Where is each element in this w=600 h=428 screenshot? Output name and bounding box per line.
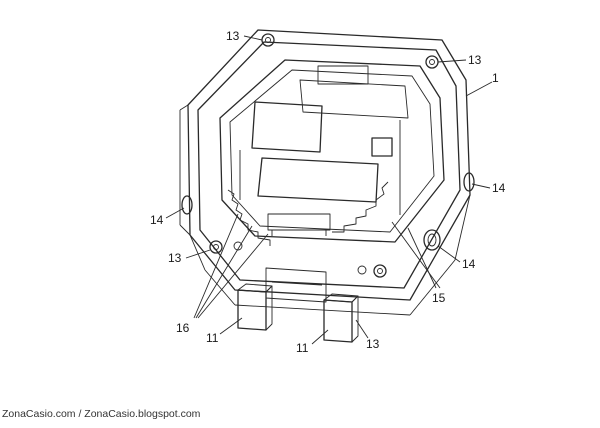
- label-13-top-right: 13: [468, 53, 482, 67]
- screw-holes: [209, 33, 439, 278]
- label-11-left: 11: [206, 331, 219, 345]
- label-13-top-left: 13: [226, 29, 240, 43]
- label-14-lower-right: 14: [462, 257, 476, 271]
- label-13-bottom: 13: [366, 337, 380, 351]
- inner-ring: [219, 59, 445, 243]
- label-11-right: 11: [296, 341, 309, 355]
- label-14-left: 14: [150, 213, 164, 227]
- label-15: 15: [432, 291, 446, 305]
- label-14-right: 14: [492, 181, 506, 195]
- strap-lugs: [237, 267, 359, 343]
- module-cavity: [239, 65, 409, 215]
- button-holes: [181, 172, 475, 251]
- contact-springs: [227, 181, 389, 246]
- source-credit: ZonaCasio.com / ZonaCasio.blogspot.com: [2, 408, 201, 420]
- callout-labels: 13 13 1 14 14 13 14 15 16 11 11 13: [150, 29, 506, 355]
- label-1: 1: [492, 71, 499, 85]
- leader-lines: [165, 35, 493, 345]
- label-13-left: 13: [168, 251, 182, 265]
- label-16: 16: [176, 321, 190, 335]
